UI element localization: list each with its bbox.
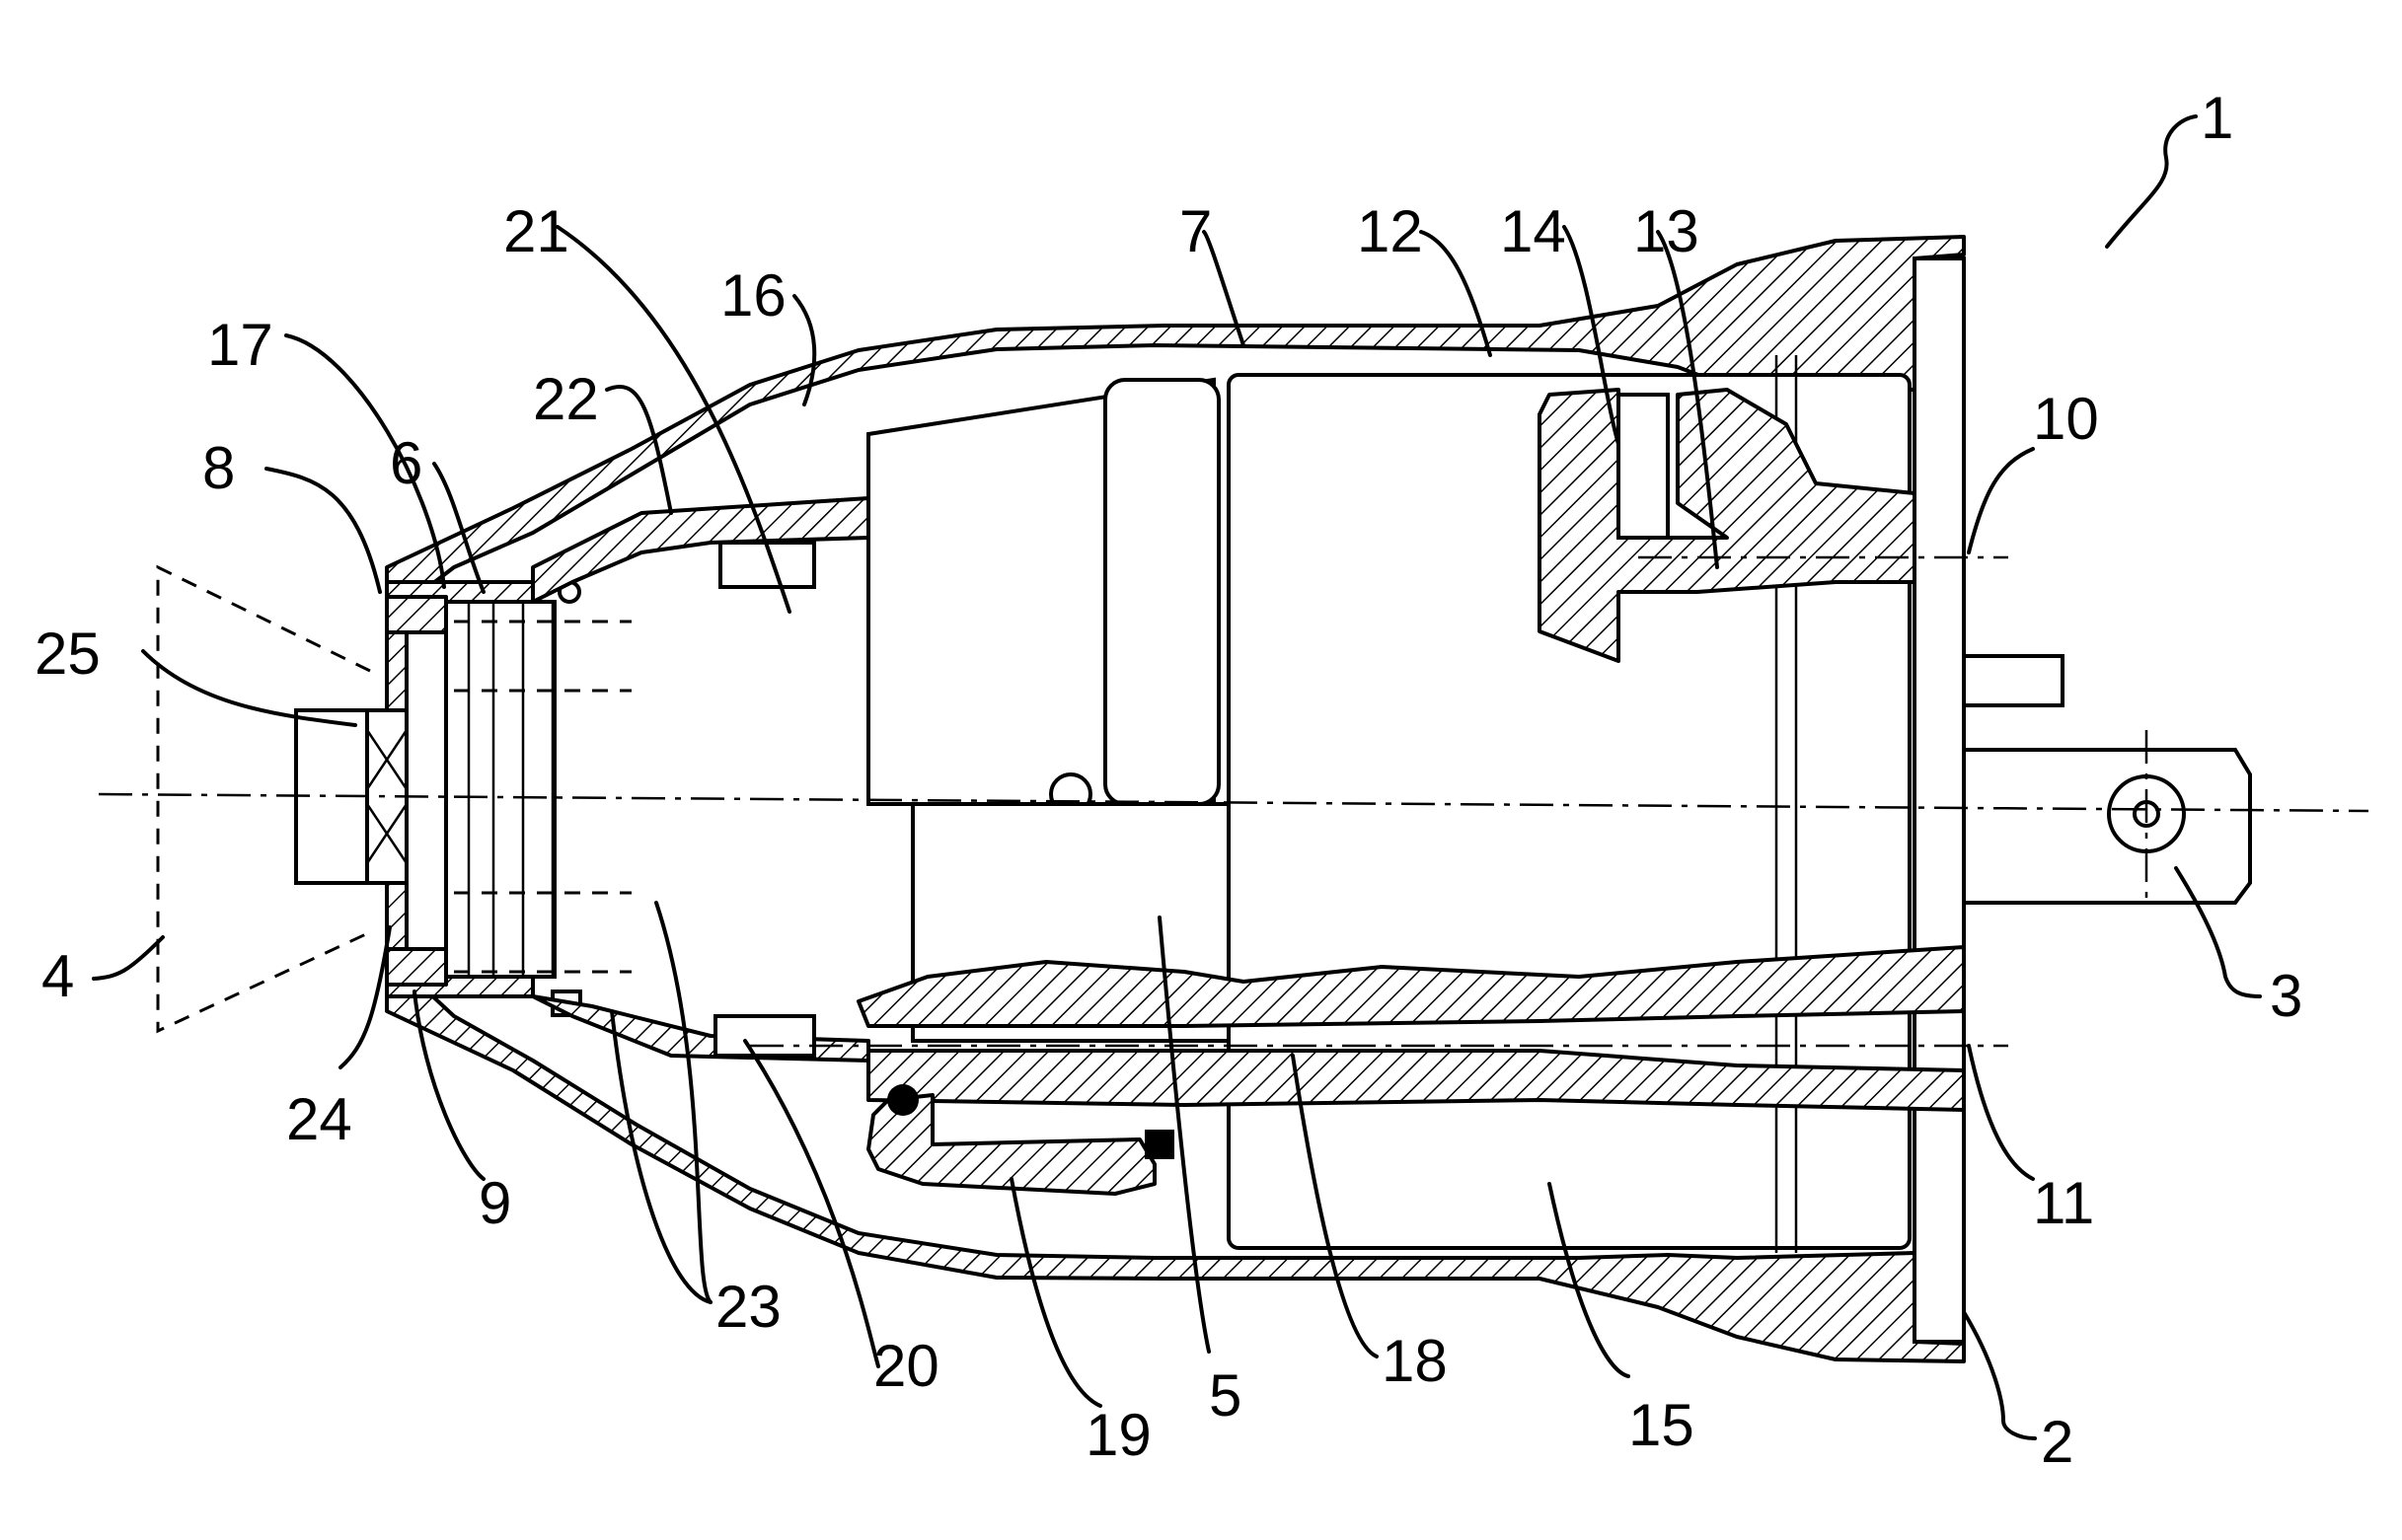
label-19: 19 xyxy=(1086,1402,1152,1468)
label-6: 6 xyxy=(390,430,422,496)
label-2: 2 xyxy=(2041,1409,2073,1475)
front-cap xyxy=(387,582,555,996)
label-22: 22 xyxy=(533,366,599,432)
label-16: 16 xyxy=(720,262,787,329)
label-13: 13 xyxy=(1633,198,1699,264)
label-15: 15 xyxy=(1628,1392,1694,1458)
label-21: 21 xyxy=(503,198,569,264)
output-shaft xyxy=(1964,656,2250,903)
label-9: 9 xyxy=(479,1170,511,1236)
label-18: 18 xyxy=(1382,1328,1448,1394)
label-17: 17 xyxy=(207,312,273,378)
label-4: 4 xyxy=(41,943,74,1009)
label-12: 12 xyxy=(1357,198,1423,264)
label-7: 7 xyxy=(1179,198,1212,264)
finned-rotor xyxy=(868,380,1219,814)
label-23: 23 xyxy=(715,1274,782,1340)
label-11: 11 xyxy=(2033,1170,2094,1236)
label-3: 3 xyxy=(2270,963,2302,1029)
label-25: 25 xyxy=(35,621,101,687)
label-14: 14 xyxy=(1500,198,1566,264)
label-1: 1 xyxy=(2201,85,2233,151)
seal-block xyxy=(1145,1130,1174,1159)
label-20: 20 xyxy=(873,1333,939,1399)
label-10: 10 xyxy=(2033,386,2099,452)
seal-ring xyxy=(887,1084,919,1116)
rear-flange-recess xyxy=(1618,395,1668,538)
inner-sleeve xyxy=(533,498,868,1061)
label-8: 8 xyxy=(202,435,235,501)
label-5: 5 xyxy=(1209,1362,1241,1429)
label-24: 24 xyxy=(286,1086,352,1152)
